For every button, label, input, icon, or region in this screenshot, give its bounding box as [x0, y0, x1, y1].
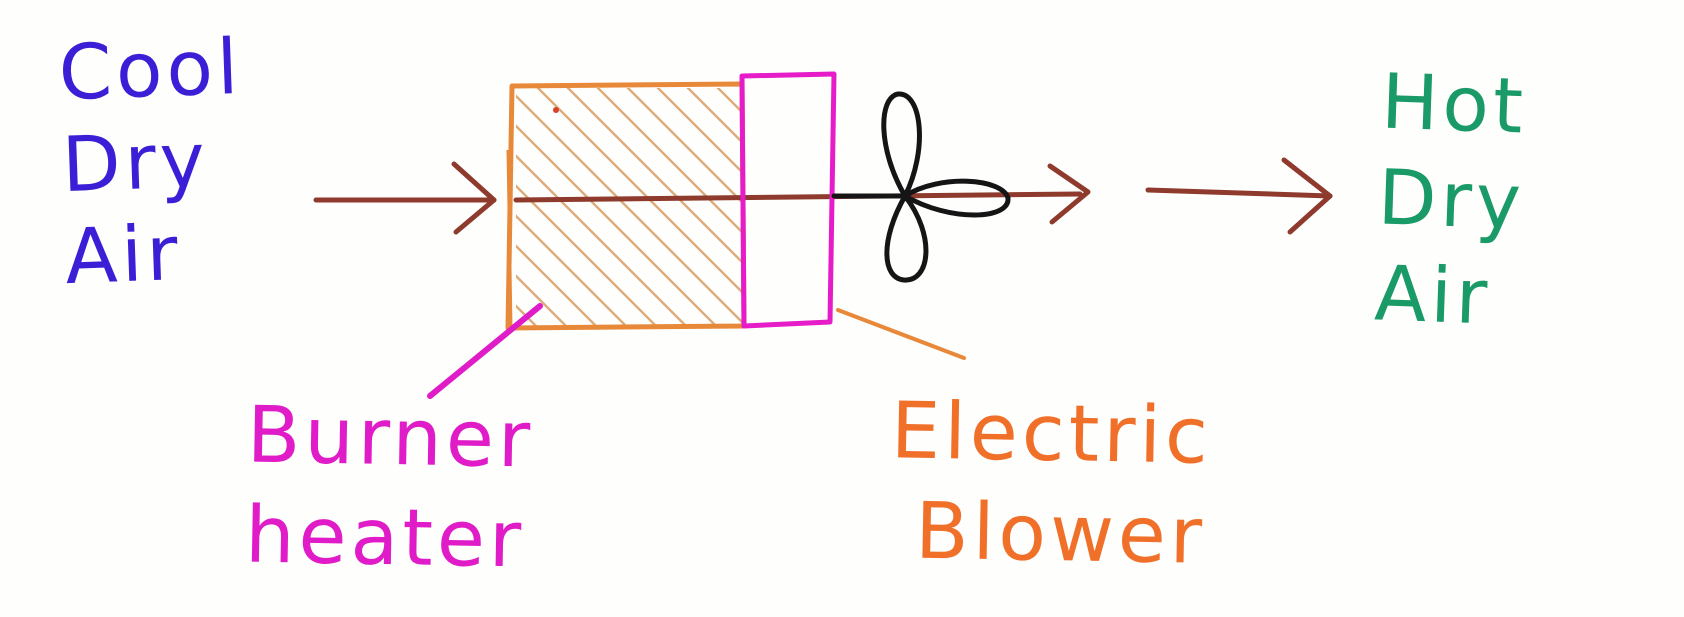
burner-heater-label-line: Burner: [246, 390, 535, 486]
hot-dry-air-label-line: Dry: [1376, 152, 1527, 247]
electric-blower-box: [739, 71, 837, 329]
cool-dry-air-label: Cool Dry Air: [57, 21, 250, 303]
airflow-arrowhead: [1047, 163, 1091, 225]
burner-heater-label-line: heater: [244, 490, 526, 586]
hot-dry-air-label-line: Air: [1373, 248, 1493, 342]
cool-air-inlet-arrow: [313, 161, 497, 235]
hot-dry-air-label: Hot Dry Air: [1373, 54, 1530, 347]
electric-blower-label: Electric Blower: [888, 381, 1213, 587]
cool-dry-air-label-line: Dry: [60, 115, 211, 210]
burner-heater-label: Burner heater: [244, 386, 535, 591]
electric-blower-label-line: Electric: [890, 386, 1213, 482]
cool-dry-air-label-line: Air: [63, 208, 184, 302]
cool-dry-air-label-line: Cool: [57, 21, 244, 118]
electric-blower-label-line: Blower: [914, 486, 1207, 582]
hot-air-outlet-arrow: [1145, 157, 1333, 235]
airflow-line: [513, 191, 1083, 203]
heater-hatching: [516, 88, 742, 326]
electric-blower-pointer: [836, 308, 966, 360]
burner-heater-pointer: [427, 303, 543, 399]
hot-dry-air-label-line: Hot: [1379, 56, 1529, 151]
fan-icon: [831, 91, 1011, 283]
